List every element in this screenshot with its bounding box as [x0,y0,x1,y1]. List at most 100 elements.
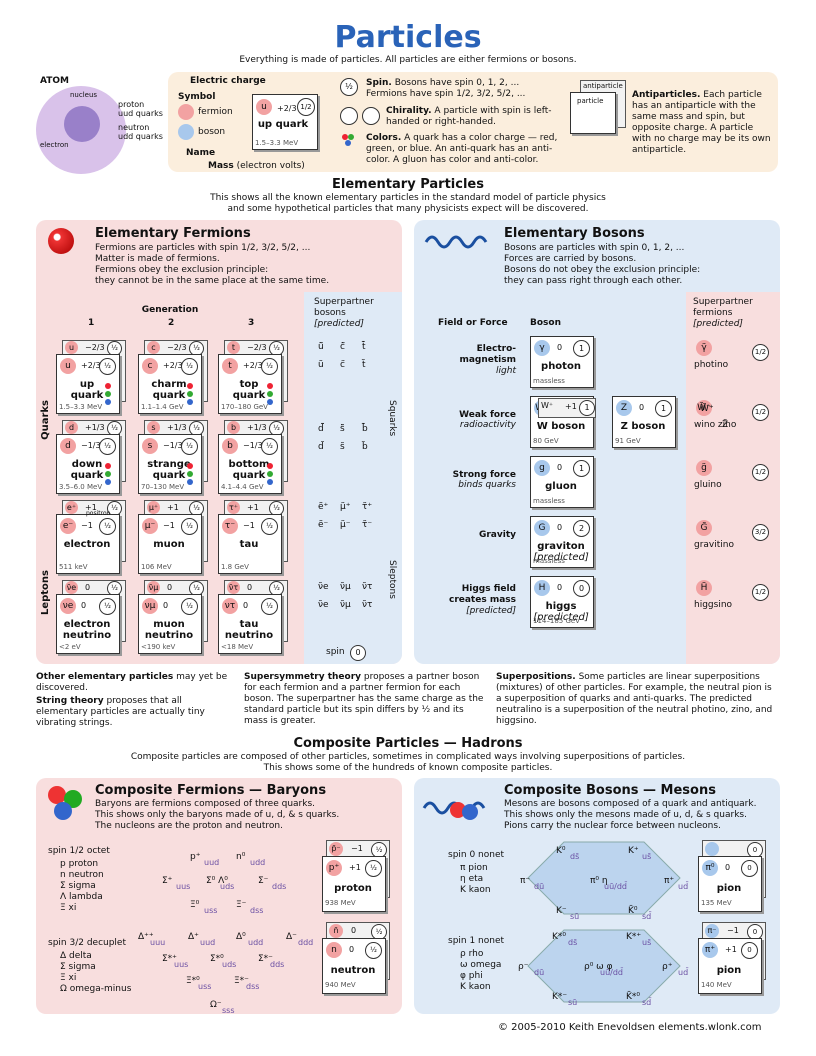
anti-symbol: π⁻ [705,924,719,938]
particle-mass: 106 MeV [141,563,172,571]
baryons-title: Composite Fermions — Baryons [95,783,327,798]
particle-spin: ½ [181,598,198,615]
antiparticle-symbol: b [227,421,240,434]
z-name: Z boson [620,421,666,432]
particle-symbol: t [222,358,238,374]
superpartner-name: gravitino [694,540,734,550]
superpartner-name: higgsino [694,600,733,610]
squark-symbol: t̃ [362,360,366,370]
decuplet-symbol: Δ⁺ [188,932,199,942]
antiparticle-charge: +1 [167,503,179,512]
note-string: String theory proposes that all elementa… [36,696,205,728]
color-red [267,383,273,389]
antiparticle-spin: ½ [189,341,204,356]
color-blue [267,399,273,405]
decuplet-symbol: Ξ*⁻ [234,976,249,986]
meson-quarks: us̄ [642,938,652,947]
page-subtitle: Everything is made of particles. All par… [239,55,577,65]
decuplet-quarks: ddd [298,938,314,947]
squark-symbol: ν̃μ [340,600,351,610]
force-desc: radioactivity [459,420,516,430]
meson-quarks: dū [534,968,545,977]
octet-quarks: uud [204,858,220,867]
hadron-symbol: π⁰ [702,860,718,876]
color-blue [105,479,111,485]
squark-symbol: b̃ [362,442,368,452]
superpartner-symbol: W̃⁻ [696,400,712,416]
particle-charge: −1/3 [243,441,263,450]
generation-label: Generation [141,305,199,315]
hadron-name: pion [716,883,742,894]
meson-quarks: uū/dd̄ [600,968,623,977]
color-blue [267,479,273,485]
particle-mass: <18 MeV [221,643,254,651]
color-green [105,391,111,397]
force-name-2: magnetism [459,355,516,365]
fermions-title: Elementary Fermions [95,226,251,241]
decuplet-symbol: Δ⁻ [286,932,297,942]
superpartner-spin: 3/2 [752,524,769,541]
particle-charge: 0 [81,601,87,610]
particle-spin: ½ [181,518,198,535]
meson-symbol: K*⁰ [552,932,567,942]
squark-symbol: b̃̄ [362,424,368,434]
boson-mass: massless [533,497,565,505]
meson-quarks: uū/dd̄ [604,882,627,891]
baryon-icon [44,784,84,824]
particle-spin: ½ [181,358,198,375]
meson-symbol: ρ⁺ [662,962,673,972]
list-item: Ω omega-minus [60,984,132,994]
particle-charge: +2/3 [81,361,101,370]
key-chirality: Chirality. A particle with spin is left-… [386,106,552,127]
anti-charge: −1 [727,926,739,935]
particle-charge: 0 [163,601,169,610]
decuplet-symbol: Δ⁰ [236,932,246,942]
list-item: ω omega [460,960,502,970]
superpartner-spin: 1/2 [752,344,769,361]
list-item: p proton [60,859,99,869]
decuplet-symbol: Ω⁻ [210,1000,222,1010]
boson-name: gluon [545,481,577,492]
antiparticle-charge: 0 [167,583,173,592]
boson-mass: massless [533,557,565,565]
antiparticle-spin: ½ [189,501,204,516]
particle-charge: −1/3 [163,441,183,450]
boson-mass: 114–185 GeV [533,617,580,625]
decuplet-label: spin 3/2 decuplet [48,938,126,948]
sample-symbol: u [256,99,272,115]
fermions-line4: they cannot be in the same place at the … [95,276,330,286]
w-plus-symbol: W⁺ [541,401,554,410]
fermions-line1: Fermions are particles with spin 1/2, 3/… [95,243,311,253]
nucleus-shape [64,106,100,142]
fermions-line2: Matter is made of fermions. [95,254,220,264]
force-desc: light [496,366,516,376]
hadron-spin: 0 [741,860,758,877]
spin0-label: spin [326,647,345,657]
z-charge: 0 [639,403,645,412]
squark-symbol: c̃ [340,360,345,370]
key-antiparticles: Antiparticles. Each particle has an anti… [632,90,771,155]
boson-spin: 0 [573,580,590,597]
list-item: Σ sigma [60,881,96,891]
quarks-label: Quarks [40,400,51,440]
particle-mass: 70–130 MeV [141,483,185,491]
particle-name: electron [63,539,111,550]
leptons-label: Leptons [40,570,51,616]
antiparticle-symbol: ν̄e [65,581,78,594]
particle-symbol: τ⁻ [222,518,238,534]
antiparticle-symbol: ν̄τ [227,581,240,594]
superpartner-spin: 1/2 [752,584,769,601]
force-name: Strong force [452,470,516,480]
particle-charge: +2/3 [243,361,263,370]
meson-symbol: K*⁻ [552,992,568,1002]
particle-mass: 511 keV [59,563,88,571]
list-item: ρ rho [460,949,484,959]
